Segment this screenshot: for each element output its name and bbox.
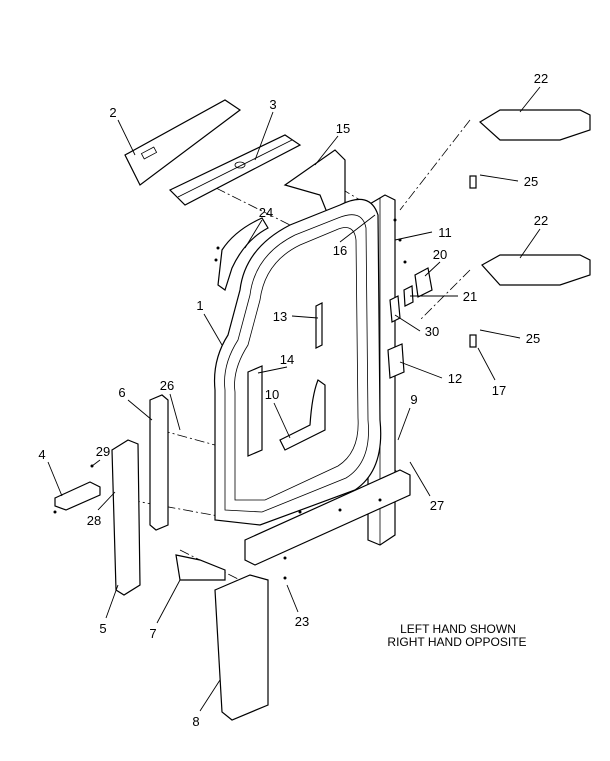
leader-lines	[47, 86, 541, 712]
callout-labels: 22 22 2 3 15 25 25 24 11 16 20 21 13 30 …	[38, 71, 548, 729]
callout-16: 16	[333, 243, 347, 258]
callout-22: 22	[534, 213, 548, 228]
callout-12: 12	[448, 371, 462, 386]
callout-17: 17	[492, 383, 506, 398]
callout-29: 29	[96, 444, 110, 459]
callout-23: 23	[295, 614, 309, 629]
part-22-top-mount	[478, 109, 591, 141]
part-27-lower-sill	[244, 469, 411, 566]
callout-13: 13	[273, 309, 287, 324]
callout-26: 26	[160, 378, 174, 393]
callout-20: 20	[433, 247, 447, 262]
callout-5: 5	[99, 621, 106, 636]
part-13-strip	[315, 302, 323, 349]
callout-21: 21	[463, 289, 477, 304]
callout-25: 25	[526, 331, 540, 346]
callout-25: 25	[524, 174, 538, 189]
part-8-lower-cover	[214, 574, 269, 721]
callout-9: 9	[410, 392, 417, 407]
callout-8: 8	[192, 714, 199, 729]
part-4-block	[54, 481, 101, 511]
callout-3: 3	[269, 97, 276, 112]
part-21-plate	[403, 285, 414, 307]
callout-11: 11	[438, 225, 452, 240]
callout-15: 15	[336, 121, 350, 136]
part-10-bracket	[279, 379, 326, 451]
part-25-lower-pad	[469, 334, 477, 348]
part-3-header-channel	[168, 134, 302, 206]
note-line-2: RIGHT HAND OPPOSITE	[387, 635, 526, 649]
part-2-top-panel	[124, 99, 242, 186]
fastener-dots	[53, 218, 407, 580]
callout-14: 14	[280, 352, 294, 367]
callout-22: 22	[534, 71, 548, 86]
callout-2: 2	[109, 105, 116, 120]
callout-10: 10	[265, 387, 279, 402]
part-14-strip	[247, 365, 263, 457]
callout-4: 4	[38, 447, 45, 462]
part-12-bracket	[387, 343, 405, 379]
callout-7: 7	[149, 626, 156, 641]
part-24-corner-bracket	[217, 217, 269, 291]
part-22-lower-mount	[481, 254, 591, 286]
part-30-bracket	[389, 295, 401, 323]
callout-30: 30	[425, 324, 439, 339]
part-6-channel	[149, 394, 169, 531]
callout-28: 28	[87, 513, 101, 528]
callout-24: 24	[259, 205, 273, 220]
note-line-1: LEFT HAND SHOWN	[400, 622, 516, 636]
callout-6: 6	[118, 385, 125, 400]
part-5-pillar	[111, 439, 141, 596]
part-25-upper-pad	[469, 175, 477, 189]
part-7-bracket	[175, 554, 226, 581]
part-20-latch	[414, 267, 433, 298]
callout-1: 1	[196, 298, 203, 313]
callout-27: 27	[430, 498, 444, 513]
